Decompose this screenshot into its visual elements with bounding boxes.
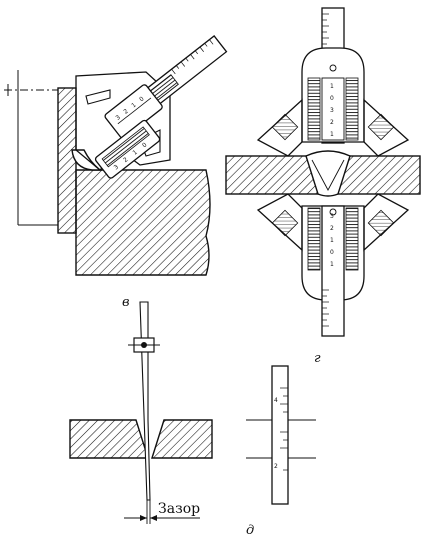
scale-digit: 1: [330, 237, 334, 244]
scale-digit: 2: [122, 156, 129, 164]
upper-gauge: 1 0 3 2 1: [256, 7, 410, 157]
right-plate: [151, 419, 213, 459]
strip-side-view: [271, 365, 289, 505]
feeler-gauge-strip: [139, 301, 151, 501]
lower-ruler: [321, 205, 345, 337]
scale-digit: 2: [122, 108, 129, 116]
scale-digit: 0: [330, 249, 334, 256]
panel-label-v: в: [122, 295, 130, 310]
slanted-slider-2: 3 2 1 0: [94, 119, 161, 179]
panel-v: 3 2 1 0 3 2 1 0 в: [4, 35, 228, 310]
panel-label-d: д: [246, 523, 254, 538]
scale-digit: 0: [330, 95, 334, 102]
panel-g: 1 0 3 2 1 3 2 1 0 1: [225, 7, 421, 366]
vertical-plate: [57, 87, 77, 234]
scale-digit: 3: [330, 107, 334, 114]
base-plate: [75, 169, 211, 276]
panel-label-g: г: [314, 351, 321, 366]
strip-digit: 4: [274, 397, 278, 404]
strip-digit: 2: [274, 463, 278, 470]
scale-digit: 1: [330, 131, 334, 138]
scale-digit: 3: [330, 213, 334, 220]
scale-digit: 0: [141, 141, 148, 149]
scale-digit: 1: [330, 83, 334, 90]
butt-weld: [305, 150, 351, 197]
lower-gauge: 3 2 1 0 1: [256, 193, 410, 337]
panel-d: Зазор 4 2 д: [69, 301, 316, 538]
left-plate: [69, 419, 149, 459]
scale-digit: 2: [330, 119, 334, 126]
scale-digit: 3: [115, 114, 122, 122]
gap-caption: Зазор: [158, 501, 200, 517]
scale-digit: 1: [330, 261, 334, 268]
scale-digit: 0: [138, 95, 145, 103]
scale-digit: 1: [132, 149, 139, 157]
gauge-body: [75, 71, 171, 171]
slanted-slider: 3 2 1 0: [104, 35, 228, 139]
scale-digit: 1: [130, 102, 137, 110]
scale-digit: 3: [113, 163, 120, 171]
scale-digit: 2: [330, 225, 334, 232]
